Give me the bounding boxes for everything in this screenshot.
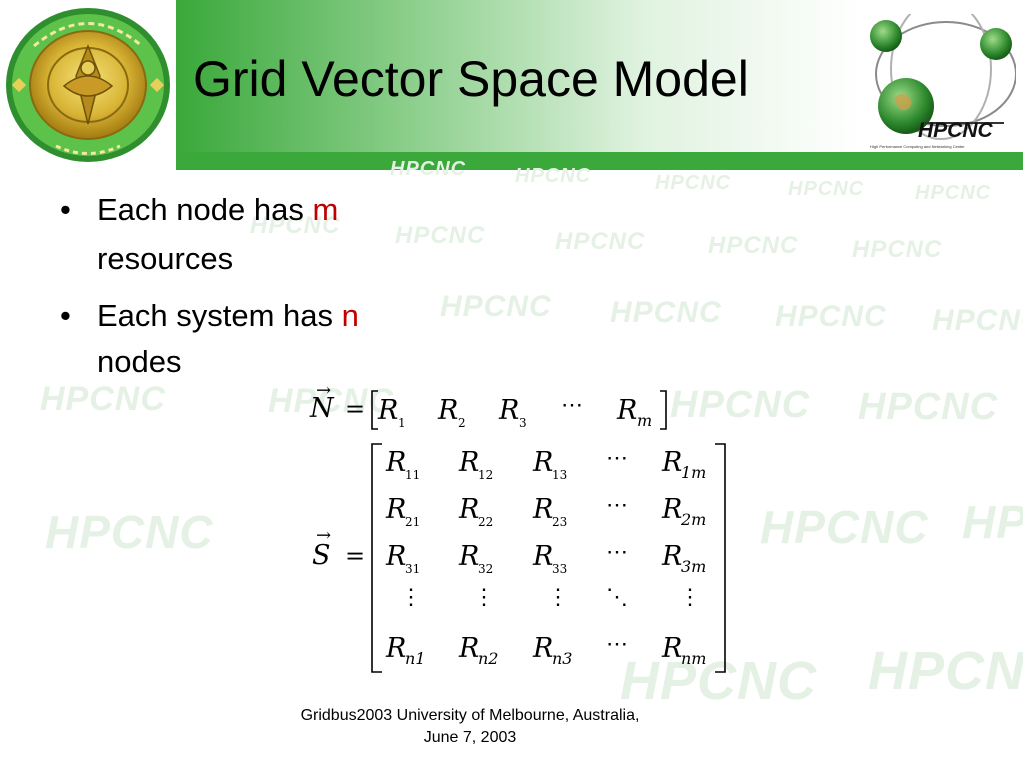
bullet-text: Each node has m [97,192,339,227]
bullet-highlight: n [341,298,359,333]
ellipsis: ⋯ [561,393,583,418]
term-r1: R [378,395,399,426]
term-r3: R [499,395,520,426]
slide-title: Grid Vector Space Model [193,51,749,107]
hpcnc-logo [870,14,1016,140]
matrix-bracket-left [371,443,382,673]
hpcnc-logo-tagline: High Performance Computing and Networkin… [870,144,965,149]
slide-footer: Gridbus2003 University of Melbourne, Aus… [240,705,700,749]
bullet-continuation: nodes [97,344,182,379]
term-rm: R [617,395,638,426]
university-seal-logo [6,8,170,162]
equals-sign: = [345,542,366,570]
bullet-highlight: m [312,192,339,227]
bullet-text: Each system has n [97,298,359,333]
vector-s: S [312,540,331,571]
bullet-continuation: resources [97,241,234,276]
vector-n: N [310,393,334,424]
footer-date: June 7, 2003 [423,729,517,746]
vector-arrow: → [316,380,332,401]
bracket-right [660,390,667,430]
bullet-icon: • [60,298,71,333]
header-divider [176,152,1023,170]
equals-sign: = [345,395,366,423]
bullet-icon: • [60,192,71,227]
term-r2: R [438,395,459,426]
hpcnc-logo-text: HPCNC [918,119,993,142]
vector-arrow: → [316,525,332,546]
footer-line: Gridbus2003 University of Melbourne, Aus… [300,707,640,724]
bracket-left [371,390,378,430]
matrix-bracket-right [715,443,726,673]
